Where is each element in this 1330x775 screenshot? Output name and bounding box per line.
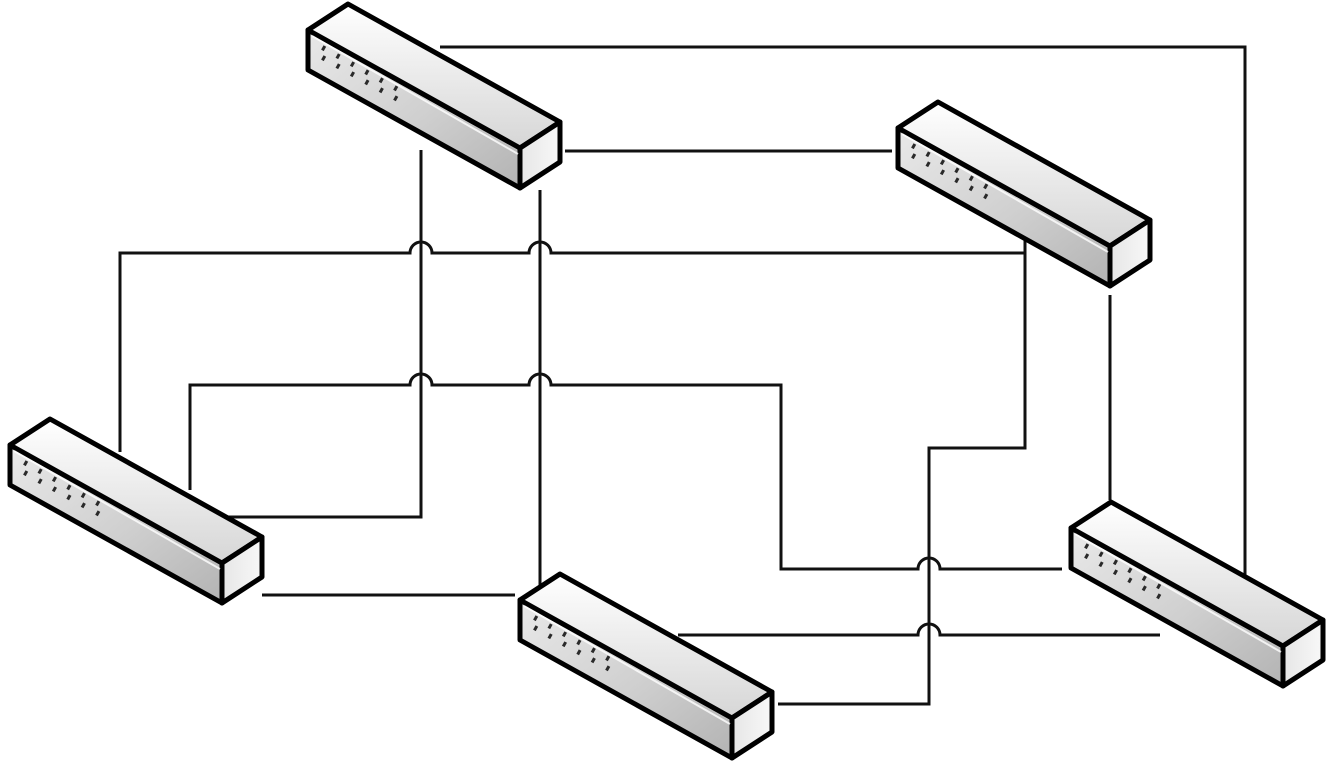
switch-port [51, 476, 57, 483]
switch-ports [23, 460, 101, 517]
switch-end-face [1280, 617, 1326, 689]
switch-port [321, 55, 327, 62]
switch-port [605, 665, 611, 672]
switch-ports [1084, 543, 1162, 600]
network-switch-icon [895, 99, 1153, 289]
switch-port [378, 87, 384, 94]
switch-port [80, 492, 86, 499]
switch-port [1156, 583, 1162, 590]
switch-end-face [219, 534, 265, 606]
nodes-layer [7, 1, 1326, 761]
switch-port [1084, 543, 1090, 550]
switch-ports [911, 143, 989, 200]
switch-port [1112, 569, 1118, 576]
switch-port [590, 657, 596, 664]
switch-port [393, 95, 399, 102]
switch-port [1127, 577, 1133, 584]
switch-port [393, 85, 399, 92]
network-switch-icon [7, 416, 265, 606]
switch-port [911, 153, 917, 160]
switch-port [576, 649, 582, 656]
network-switch-icon [305, 1, 563, 191]
switch-port [349, 71, 355, 78]
switch-port [547, 623, 553, 630]
switch-port [37, 468, 43, 475]
network-link-3 [133, 150, 423, 519]
switch-port [335, 53, 341, 60]
switch-port [547, 633, 553, 640]
switch-port [1141, 585, 1147, 592]
switch-port [968, 175, 974, 182]
network-switch-icon [1068, 499, 1326, 689]
switch-port [925, 151, 931, 158]
links-layer [118, 45, 1247, 706]
switch-port [1084, 553, 1090, 560]
switch-port [968, 185, 974, 192]
switch-port [66, 484, 72, 491]
switch-port [1098, 551, 1104, 558]
switch-port [349, 61, 355, 68]
switch-port [925, 161, 931, 168]
switch-port [605, 655, 611, 662]
switch-port [378, 77, 384, 84]
switch-bevel [523, 605, 731, 725]
switch-port [576, 639, 582, 646]
switch-port [911, 143, 917, 150]
switch-port [983, 193, 989, 200]
switch-port [95, 510, 101, 517]
switch-end-face [1107, 217, 1153, 289]
switch-port [23, 460, 29, 467]
switch-port [533, 625, 539, 632]
switch-port [1112, 559, 1118, 566]
switch-port [51, 486, 57, 493]
switch-port [561, 641, 567, 648]
switch-ports [533, 615, 611, 672]
switch-port [533, 615, 539, 622]
switch-port [335, 63, 341, 70]
switch-port [939, 169, 945, 176]
switch-port [37, 478, 43, 485]
switch-port [364, 79, 370, 86]
switch-port [80, 502, 86, 509]
switch-port [939, 159, 945, 166]
switch-port [561, 631, 567, 638]
switch-port [23, 470, 29, 477]
switch-ports [321, 45, 399, 102]
switch-bevel [311, 35, 519, 155]
switch-port [1098, 561, 1104, 568]
switch-port [1141, 575, 1147, 582]
network-switch-icon [517, 571, 775, 761]
switch-port [983, 183, 989, 190]
switch-port [95, 500, 101, 507]
switch-port [590, 647, 596, 654]
switch-port [954, 167, 960, 174]
switch-bevel [13, 450, 221, 570]
switch-port [954, 177, 960, 184]
switch-bevel [901, 133, 1109, 253]
switch-port [364, 69, 370, 76]
switch-port [1127, 567, 1133, 574]
network-link-2 [440, 45, 1247, 575]
switch-bevel [1074, 533, 1282, 653]
network-link-9 [188, 372, 1062, 571]
network-link-6 [778, 197, 1027, 706]
switch-port [321, 45, 327, 52]
switch-port [1156, 593, 1162, 600]
switch-end-face [729, 689, 775, 761]
network-link-5 [118, 240, 1025, 452]
switch-end-face [517, 119, 563, 191]
switch-port [66, 494, 72, 501]
network-link-10 [678, 622, 1160, 637]
